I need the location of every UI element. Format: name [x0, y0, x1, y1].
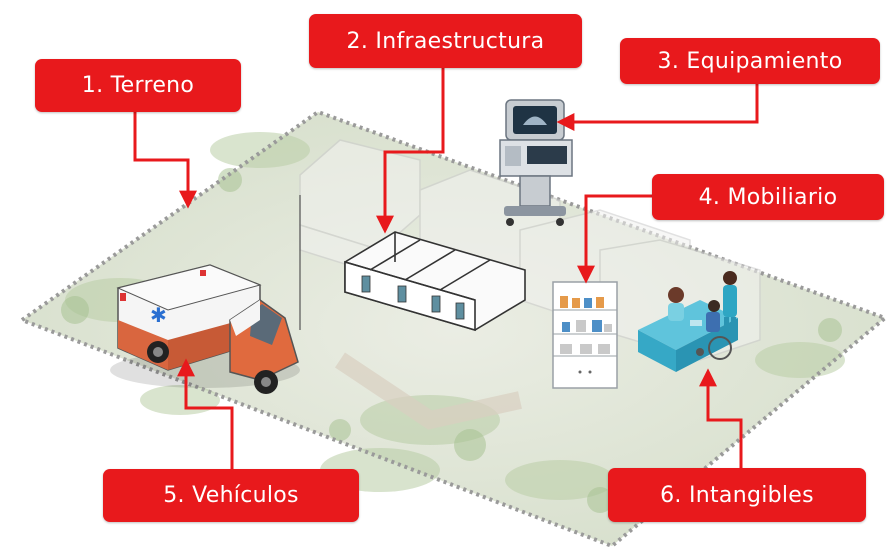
equipamiento-connector [556, 84, 759, 131]
vehiculos-label: 5. Vehículos [103, 469, 359, 522]
mobiliario-connector [577, 194, 652, 284]
terreno-label: 1. Terreno [35, 59, 241, 112]
svg-text:✱: ✱ [150, 303, 167, 327]
infraestructura-connector [376, 68, 445, 234]
building-frame-icon [299, 195, 526, 332]
ultrasound-machine-icon [499, 99, 573, 226]
connectors [133, 68, 759, 469]
infraestructura-label: 2. Infraestructura [309, 14, 582, 68]
intangibles-label: 6. Intangibles [608, 468, 866, 522]
intangibles-connector [699, 368, 743, 468]
terreno-connector [133, 112, 197, 209]
ambulance-icon: ✱ [110, 264, 300, 394]
mobiliario-label: 4. Mobiliario [652, 174, 884, 220]
medicine-cabinet-icon [552, 281, 618, 389]
equipamiento-label: 3. Equipamiento [620, 38, 880, 84]
reception-desk-icon [638, 271, 738, 372]
vehiculos-connector [177, 358, 234, 469]
